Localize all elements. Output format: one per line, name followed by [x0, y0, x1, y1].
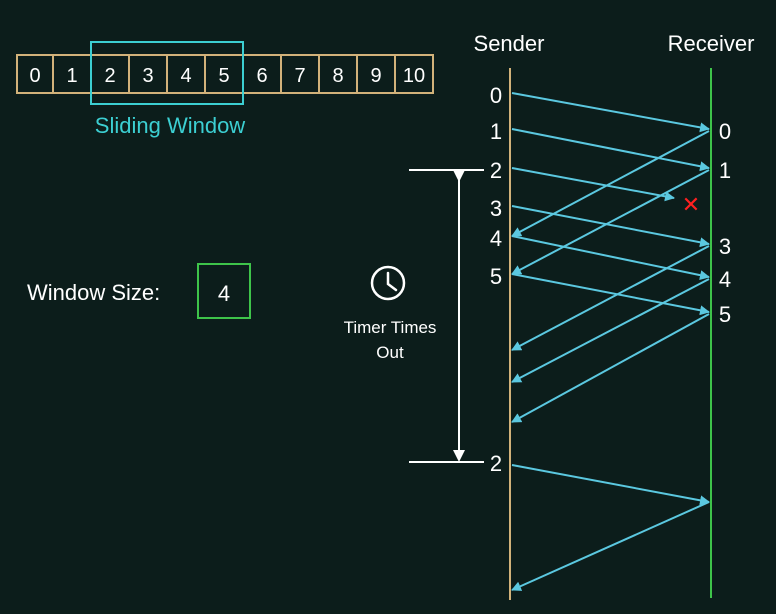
frame-cell-label: 10 [403, 65, 425, 87]
window-size-label: Window Size: [27, 280, 160, 305]
frame-5-arrow [511, 273, 710, 316]
frame-cell-label: 4 [180, 65, 191, 87]
frame-4-arrow [511, 235, 710, 281]
sender-sequence-labels: 0 1 2 3 4 5 2 [490, 83, 502, 476]
receiver-seq-label: 3 [719, 234, 731, 259]
sender-seq-label: 4 [490, 226, 502, 251]
sender-seq-label: 5 [490, 264, 502, 289]
frame-cell [394, 54, 434, 94]
frame-cell-label: 3 [142, 65, 153, 87]
receiver-seq-label: 1 [719, 158, 731, 183]
sender-seq-label: 2 [490, 158, 502, 183]
lost-frame-mark: ✕ [682, 193, 700, 218]
frame-cell-label: 9 [370, 65, 381, 87]
receiver-seq-label: 0 [719, 119, 731, 144]
frame-3-arrow [511, 205, 710, 248]
frame-cell-label: 7 [294, 65, 305, 87]
frame-cell-label: 6 [256, 65, 267, 87]
frame-cell-label: 0 [29, 65, 40, 87]
sliding-window-box [90, 41, 244, 105]
frame-buffer: 0 1 2 3 4 5 6 7 8 9 10 [16, 54, 434, 94]
ack-3-arrow [511, 245, 710, 351]
sender-seq-label: 1 [490, 119, 502, 144]
ack-5-arrow [511, 313, 710, 423]
frame-cell-label: 5 [218, 65, 229, 87]
frame-cell-label: 1 [66, 65, 77, 87]
timer-label-line1: Timer Times [344, 318, 437, 337]
ack-4-arrow [511, 278, 710, 383]
frame-cell-label: 8 [332, 65, 343, 87]
ack-1-arrow [511, 169, 710, 275]
window-size-box [197, 263, 251, 319]
receiver-sequence-labels: 0 1 3 4 5 [719, 119, 731, 327]
sender-seq-label: 2 [490, 451, 502, 476]
receiver-title: Receiver [668, 31, 755, 56]
frame-cell-label: 2 [104, 65, 115, 87]
frame-2-resend-arrow [511, 464, 710, 506]
receiver-seq-label: 4 [719, 267, 731, 292]
ack-2-resend-arrow [511, 501, 710, 591]
clock-icon [370, 265, 406, 301]
timer-label-line2: Out [376, 343, 404, 362]
sliding-window-label: Sliding Window [95, 113, 246, 138]
message-arrows [511, 92, 710, 591]
frame-1-arrow [511, 128, 710, 172]
sender-title: Sender [474, 31, 545, 56]
ack-0-arrow [511, 130, 710, 237]
sender-seq-label: 0 [490, 83, 502, 108]
window-size-value: 4 [218, 281, 230, 306]
frame-2-arrow-lost [511, 167, 675, 202]
frame-0-arrow [511, 92, 710, 133]
receiver-seq-label: 5 [719, 302, 731, 327]
sender-seq-label: 3 [490, 196, 502, 221]
